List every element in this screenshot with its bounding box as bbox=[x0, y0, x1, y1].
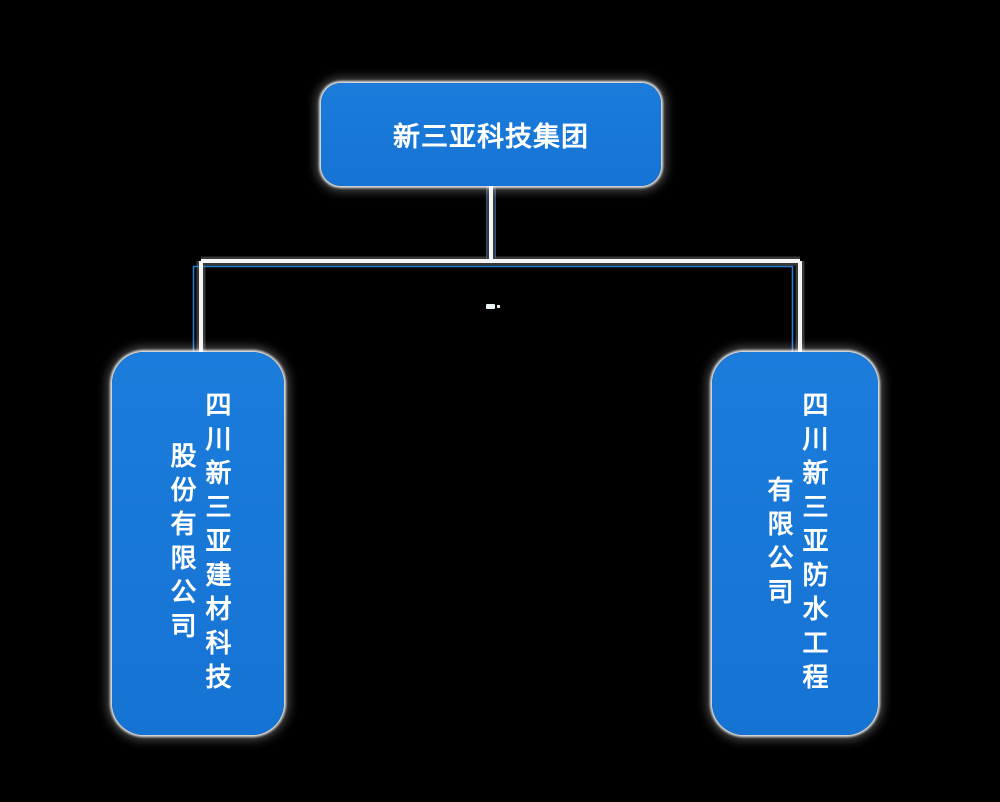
org-node-root-label: 新三亚科技集团 bbox=[393, 122, 589, 153]
label-line: 四川新三亚防水工程 bbox=[798, 390, 828, 697]
org-node-right-subsidiary[interactable]: 四川新三亚防水工程 有限公司 bbox=[712, 352, 878, 735]
org-node-left-label: 四川新三亚建材科技 股份有限公司 bbox=[163, 352, 233, 735]
connector-glow bbox=[196, 185, 805, 353]
org-node-left-subsidiary[interactable]: 四川新三亚建材科技 股份有限公司 bbox=[112, 352, 284, 735]
connector-white-lines bbox=[199, 185, 802, 353]
org-node-right-label: 四川新三亚防水工程 有限公司 bbox=[760, 352, 830, 735]
stray-dash bbox=[486, 304, 500, 309]
label-line: 有限公司 bbox=[763, 475, 793, 612]
connector-blue-elbow bbox=[192, 189, 794, 353]
org-node-root[interactable]: 新三亚科技集团 bbox=[321, 83, 661, 186]
label-line: 股份有限公司 bbox=[166, 441, 196, 646]
label-line: 四川新三亚建材科技 bbox=[201, 390, 231, 697]
